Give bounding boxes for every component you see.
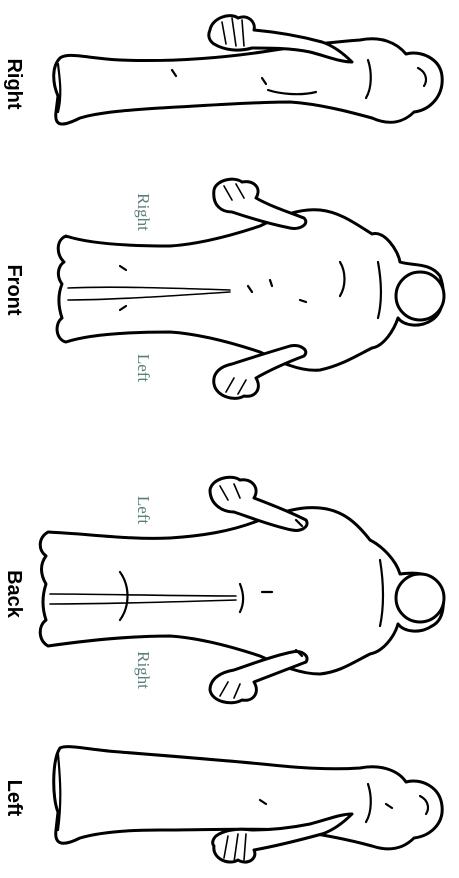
front-side-label-upper: Right [134,193,153,231]
view-label-right: Right [3,58,25,109]
back-side-label-lower: Right [134,651,153,689]
figure-front [57,179,444,398]
figure-right-side [54,16,442,124]
back-side-label-upper: Left [134,496,153,525]
view-label-back: Back [3,570,25,619]
view-label-left: Left [3,780,25,817]
front-side-label-lower: Left [134,354,153,383]
figure-left-side [54,747,442,862]
view-label-front: Front [3,264,25,315]
figure-back [40,477,444,703]
